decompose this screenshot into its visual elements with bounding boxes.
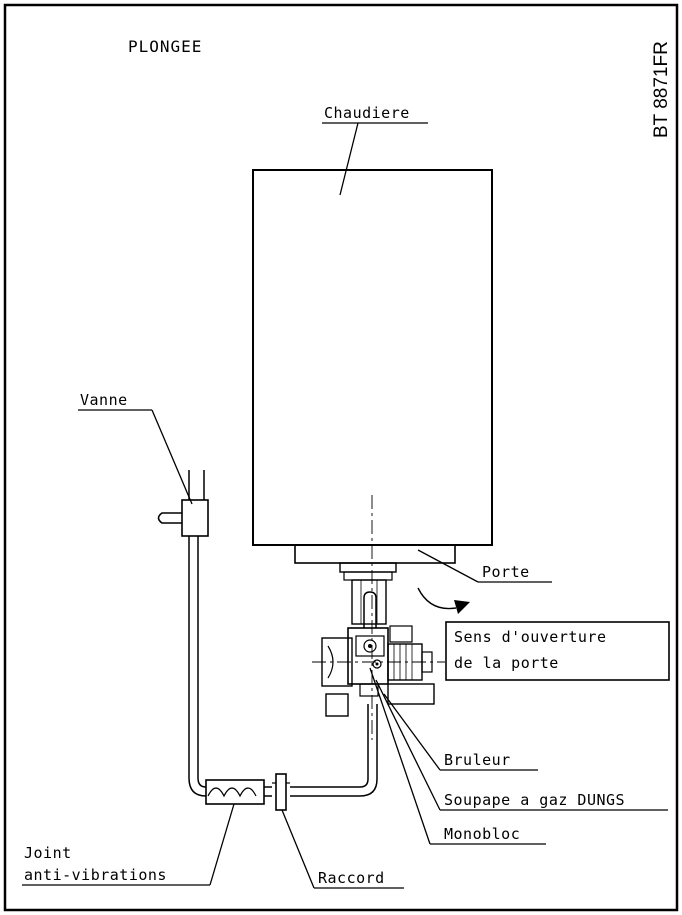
door-direction-box [445, 621, 670, 681]
label-monobloc: Monobloc [444, 825, 520, 843]
label-joint-line1: Joint [24, 844, 72, 862]
gas-pipe [188, 470, 378, 797]
valve [157, 499, 209, 537]
drawing-reference: BT 8871FR [651, 41, 672, 138]
burner-assembly [321, 625, 435, 717]
boiler-body [252, 169, 493, 546]
arrow-head-icon [454, 600, 470, 614]
label-joint-line2: anti-vibrations [24, 866, 167, 884]
label-sens-line1: Sens d'ouverture [454, 628, 607, 646]
label-vanne: Vanne [80, 391, 128, 409]
label-soupape: Soupape a gaz DUNGS [444, 791, 625, 809]
label-porte: Porte [482, 563, 530, 581]
burner-tube [351, 579, 387, 625]
drawing-title: PLONGEE [128, 37, 202, 56]
label-chaudiere: Chaudiere [324, 104, 410, 122]
anti-vibration-joint [205, 779, 265, 805]
union-fitting [272, 773, 290, 811]
label-bruleur: Bruleur [444, 751, 511, 769]
door-collar [339, 562, 397, 573]
boiler-door [294, 544, 456, 564]
label-raccord: Raccord [318, 869, 385, 887]
drawing-frame [3, 3, 679, 912]
label-sens-line2: de la porte [454, 654, 559, 672]
door-collar-lower [343, 571, 393, 581]
door-opening-arrow [417, 587, 457, 610]
